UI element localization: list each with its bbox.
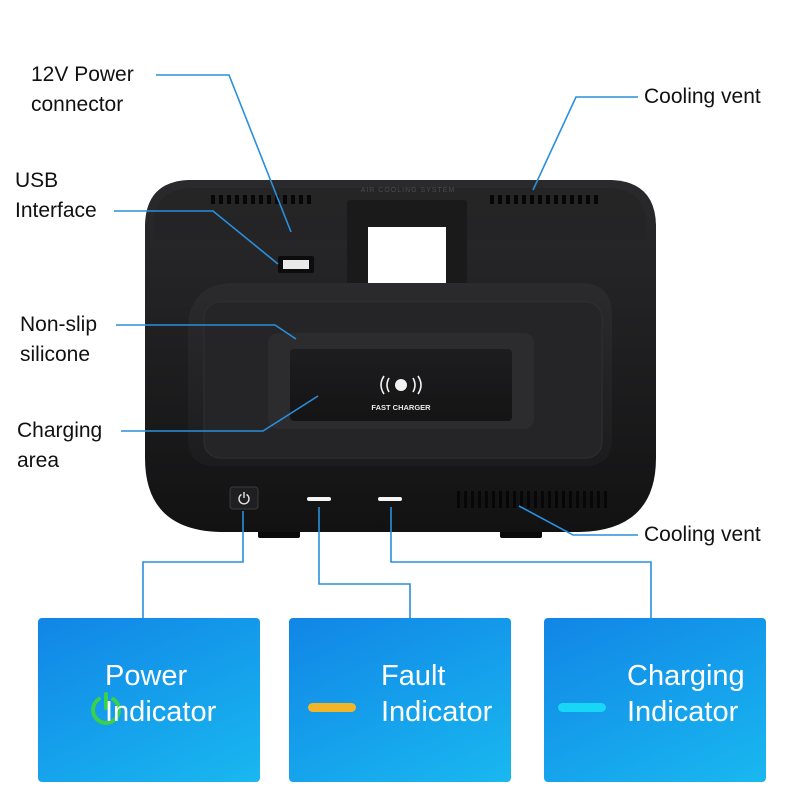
cooling-vent-top-label: Cooling vent — [644, 85, 761, 108]
leader-vent-top — [532, 96, 638, 191]
fault-indicator-label: Fault Indicator — [381, 660, 493, 728]
leader-power-connector — [156, 74, 292, 233]
leader-vent-bottom — [518, 505, 638, 536]
charging-bar-icon — [558, 703, 606, 712]
fast-charger-text: FAST CHARGER — [371, 403, 431, 412]
leader-fault-indicator — [318, 507, 411, 618]
charging-indicator-box: Charging Indicator — [544, 618, 766, 782]
power-icon — [91, 692, 121, 725]
charging-light — [378, 497, 402, 501]
power-indicator-label: Power Indicator — [105, 660, 217, 728]
cooling-vent-bottom-label: Cooling vent — [644, 523, 761, 546]
air-cooling-text: AIR COOLING SYSTEM — [361, 187, 456, 194]
leader-silicone — [116, 324, 297, 340]
usb-port-slot — [283, 260, 309, 269]
charging-area-label: Charging area — [17, 419, 103, 472]
leader-power-indicator — [142, 511, 244, 618]
fault-light — [307, 497, 331, 501]
power-icon — [238, 492, 250, 505]
leader-charging-indicator — [390, 507, 652, 618]
leader-charging-area — [121, 395, 319, 432]
vent-top-left — [211, 195, 311, 204]
usb-interface-label: USB Interface — [15, 169, 97, 222]
non-slip-silicone-label: Non-slip silicone — [20, 313, 98, 366]
charging-indicator-label: Charging Indicator — [627, 660, 745, 728]
vent-bottom-right — [457, 491, 607, 508]
vent-top-right — [490, 195, 598, 204]
power-indicator-box: Power Indicator — [38, 618, 260, 782]
fault-bar-icon — [308, 703, 356, 712]
power-connector-label: 12V Power connector — [31, 63, 134, 116]
fault-indicator-box: Fault Indicator — [289, 618, 511, 782]
leader-usb — [114, 210, 279, 265]
wireless-charging-icon — [380, 375, 422, 395]
